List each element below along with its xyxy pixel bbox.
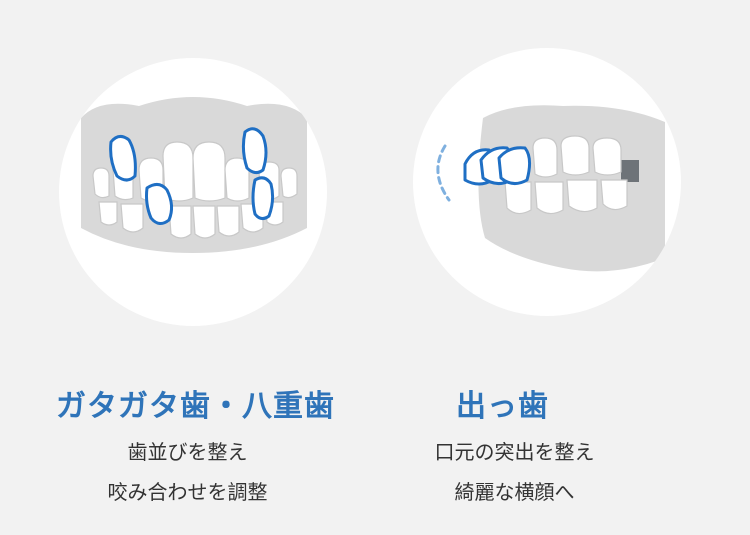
protruding-teeth-svg	[436, 105, 665, 272]
description-line: 歯並びを整え	[127, 440, 248, 464]
protruding-teeth-illustration	[413, 48, 681, 316]
crooked-tooth-lower-right	[251, 176, 275, 221]
card-crooked-teeth: ガタガタ歯・八重歯 歯並びを整え 咬み合わせを調整	[0, 58, 375, 512]
crooked-teeth-highlight	[109, 127, 275, 225]
crooked-tooth-lower-left	[145, 183, 174, 225]
lower-teeth	[98, 201, 284, 239]
description-line: 咬み合わせを調整	[107, 480, 268, 504]
molar-gap	[621, 160, 639, 182]
card-protruding-teeth: 出っ歯 口元の突出を整え 綺麗な横顔へ	[375, 0, 750, 535]
front-tooth-3	[497, 146, 532, 185]
forward-motion-arc	[436, 144, 451, 202]
card-title-protruding-teeth: 出っ歯	[456, 388, 549, 424]
back-teeth	[504, 135, 628, 215]
protruding-teeth-highlight	[463, 146, 532, 186]
snaggletooth-upper-right	[241, 127, 268, 175]
crooked-teeth-illustration	[59, 58, 327, 326]
card-title-crooked-teeth: ガタガタ歯・八重歯	[56, 388, 335, 424]
description-line: 口元の突出を整え	[434, 440, 595, 464]
card-description-crooked-teeth: 歯並びを整え 咬み合わせを調整	[0, 432, 375, 512]
description-line: 綺麗な横顔へ	[454, 480, 575, 504]
crooked-tooth-upper-left	[109, 135, 137, 182]
crooked-teeth-svg	[81, 97, 307, 253]
card-description-protruding-teeth: 口元の突出を整え 綺麗な横顔へ	[327, 432, 702, 512]
